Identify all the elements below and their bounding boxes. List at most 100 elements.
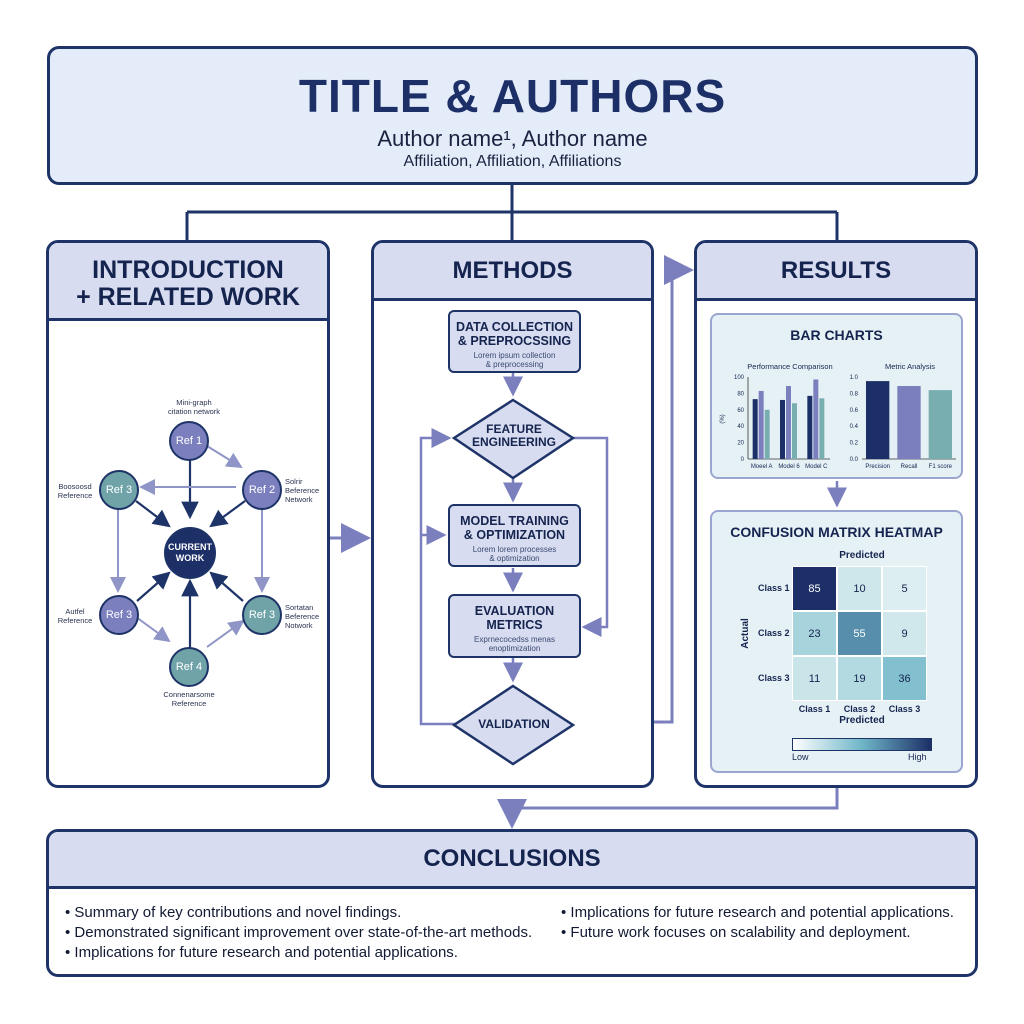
node-ref3-right: Ref 3 (242, 595, 282, 635)
step-validation: VALIDATION (478, 717, 550, 731)
conclusion-item: • Demonstrated significant improvement o… (65, 924, 533, 941)
chart1-bar (786, 386, 791, 459)
results-connector (827, 481, 847, 508)
node-current-work: CURRENT WORK (164, 527, 216, 579)
heatmap-cell: 5 (882, 566, 927, 611)
step-data-collection-sub: Lorem ipsum collection & preprocessing (473, 351, 556, 369)
heatmap-ytick: Class 2 (758, 628, 790, 638)
chart1-ytick: 60 (737, 408, 744, 414)
chart1-bar (758, 390, 764, 459)
chart1-bar (752, 399, 758, 459)
chart1-title: Performance Comparison (747, 362, 832, 371)
conclusion-item: • Implications for future research and p… (561, 904, 954, 921)
heatmap-title: CONFUSION MATRIX HEATMAP (730, 524, 943, 540)
introduction-panel: INTRODUCTION + RELATED WORK Mini-graph c… (46, 240, 330, 788)
citation-graph-edges (110, 445, 270, 651)
chart2-ytick: 0.6 (850, 408, 859, 414)
chart2-bar (928, 390, 952, 459)
heatmap-ylabel: Actual (739, 617, 751, 649)
chart2-ytick: 0.2 (850, 441, 859, 447)
introduction-heading-line2: + RELATED WORK (76, 283, 300, 311)
author-names: Author name¹, Author name (377, 126, 648, 151)
methods-heading: METHODS (374, 243, 651, 301)
note-right-bottom: Sortatan Beference Notwork (285, 603, 320, 630)
heatmap-xlabel-top: Predicted (839, 550, 885, 561)
conclusions-heading: CONCLUSIONS (49, 832, 975, 889)
heatmap-cell: 55 (837, 611, 882, 656)
heatmap-cell: 36 (882, 656, 927, 701)
note-bottom: Connenarsome Reference (163, 690, 215, 708)
chart2-ytick: 0.0 (850, 457, 859, 463)
chart1-ytick: 40 (737, 424, 744, 430)
introduction-heading: INTRODUCTION + RELATED WORK (49, 243, 327, 321)
step-model-training: MODEL TRAINING & OPTIMIZATION Lorem lore… (448, 504, 581, 567)
chart1-xtick: Model C (805, 464, 828, 470)
methods-panel: METHODS DATA COLLECTION & PREPROCSSING L… (371, 240, 654, 788)
title-panel: TITLE & AUTHORS Author name¹, Author nam… (47, 46, 978, 185)
node-ref4: Ref 4 (169, 647, 209, 687)
chart1-ytick: 0 (741, 457, 745, 463)
heatmap-legend-bar (792, 738, 932, 751)
chart1-bar (792, 403, 797, 459)
chart2-bar (897, 386, 921, 459)
node-ref3-lower-left: Ref 3 (99, 595, 139, 635)
chart2-ytick: 0.4 (850, 424, 859, 430)
chart2-ytick: 0.8 (850, 391, 859, 397)
chart2-title: Metric Analysis (885, 362, 935, 371)
chart1-bar (813, 379, 819, 459)
bar-charts-svg: Performance Comparison(%)020406080100Moe… (720, 362, 956, 470)
conclusions-right-list: • Implications for future research and p… (561, 903, 954, 943)
node-ref3-left: Ref 3 (99, 470, 139, 510)
poster-title: TITLE & AUTHORS (298, 70, 727, 122)
chart1-bar (780, 399, 785, 459)
step-model-training-title: MODEL TRAINING & OPTIMIZATION (460, 514, 569, 542)
chart1-ytick: 20 (737, 441, 744, 447)
chart2-xtick: F1 score (929, 464, 953, 470)
conclusion-item: • Implications for future research and p… (65, 944, 458, 961)
step-evaluation-sub: Exprnecocedss menas enoptimization (474, 635, 555, 653)
node-ref2: Ref 2 (242, 470, 282, 510)
chart2-xtick: Recall (901, 464, 918, 470)
conclusion-item: • Summary of key contributions and novel… (65, 904, 402, 921)
heatmap-cell: 85 (792, 566, 837, 611)
introduction-heading-line1: INTRODUCTION (92, 256, 284, 284)
results-panel: RESULTS BAR CHARTS Performance Compariso… (694, 240, 978, 788)
node-ref1: Ref 1 (169, 421, 209, 461)
conclusions-panel: CONCLUSIONS • Summary of key contributio… (46, 829, 978, 977)
legend-low: Low (792, 752, 809, 762)
heatmap-xtick: Class 2 (843, 704, 876, 714)
chart1-xtick: Moeel A (751, 464, 773, 470)
heatmap-ytick: Class 1 (758, 583, 790, 593)
heatmap-cell: 11 (792, 656, 837, 701)
chart1-ytick: 80 (737, 391, 744, 397)
heatmap-cell: 9 (882, 611, 927, 656)
step-evaluation-metrics: EVALUATION METRICS Exprnecocedss menas e… (448, 594, 581, 658)
affiliations: Affiliation, Affiliation, Affiliations (403, 153, 622, 170)
legend-high: High (908, 752, 927, 762)
chart1-bar (819, 398, 825, 459)
chart1-xtick: Model 6 (778, 464, 800, 470)
conclusions-left-list: • Summary of key contributions and novel… (65, 903, 532, 963)
chart1-ytick: 100 (734, 375, 745, 381)
note-left-top: Boosoosd Reference (57, 482, 93, 500)
bar-charts-title: BAR CHARTS (790, 327, 883, 343)
heatmap-ytick: Class 3 (758, 673, 790, 683)
heatmap-xtick: Class 1 (798, 704, 831, 714)
step-feature-engineering: FEATURE ENGINEERING (471, 422, 556, 449)
note-right-top: Solrir Beference Network (285, 477, 320, 504)
heatmap-xtick: Class 3 (888, 704, 921, 714)
results-heading: RESULTS (697, 243, 975, 301)
conclusion-item: • Future work focuses on scalability and… (561, 924, 911, 941)
step-data-collection-title: DATA COLLECTION & PREPROCSSING (455, 320, 574, 348)
chart2-bar (866, 381, 890, 459)
step-data-collection: DATA COLLECTION & PREPROCSSING Lorem ips… (448, 310, 581, 373)
note-left-bottom: Autfel Reference (57, 607, 93, 625)
chart2-ytick: 1.0 (850, 375, 859, 381)
heatmap-xlabel: Predicted (839, 715, 885, 726)
heatmap-cell: 19 (837, 656, 882, 701)
heatmap-cell: 23 (792, 611, 837, 656)
